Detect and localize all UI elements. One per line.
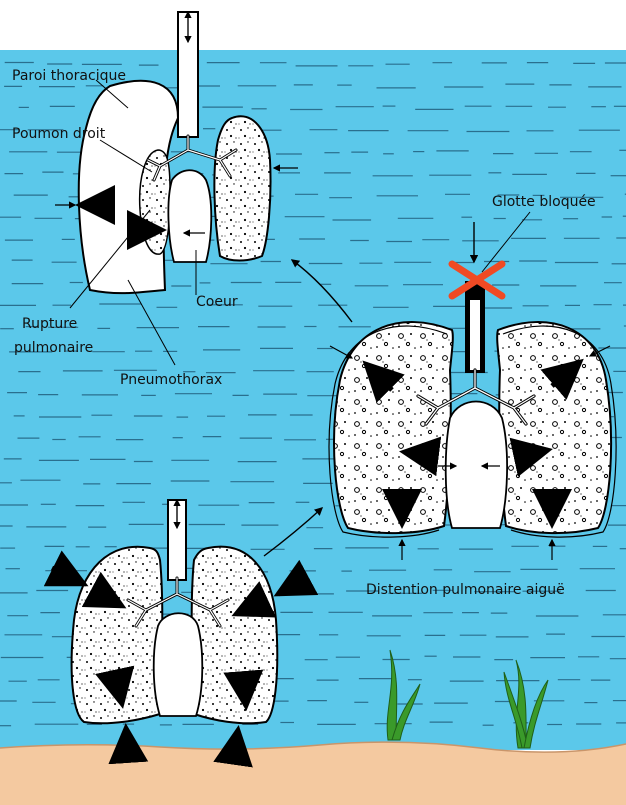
label-glottis-blocked: Glotte bloquée [492, 194, 596, 210]
label-rupture-line2: pulmonaire [14, 340, 93, 356]
lung-right-bottom [192, 547, 278, 724]
label-right-lung: Poumon droit [12, 126, 106, 142]
label-thoracic-wall: Paroi thoracique [12, 68, 126, 84]
label-pneumothorax: Pneumothorax [120, 372, 222, 388]
label-distension: Distention pulmonaire aiguë [366, 582, 565, 598]
heart-distended [446, 402, 507, 529]
label-rupture-line1: Rupture [22, 316, 77, 332]
heart [168, 170, 211, 262]
left-lung [214, 116, 270, 260]
heart-bottom [154, 613, 203, 716]
right-lung-collapsed [140, 150, 170, 254]
lung-left-distended [334, 322, 453, 533]
label-heart: Coeur [196, 294, 238, 310]
sky-top [0, 0, 626, 50]
